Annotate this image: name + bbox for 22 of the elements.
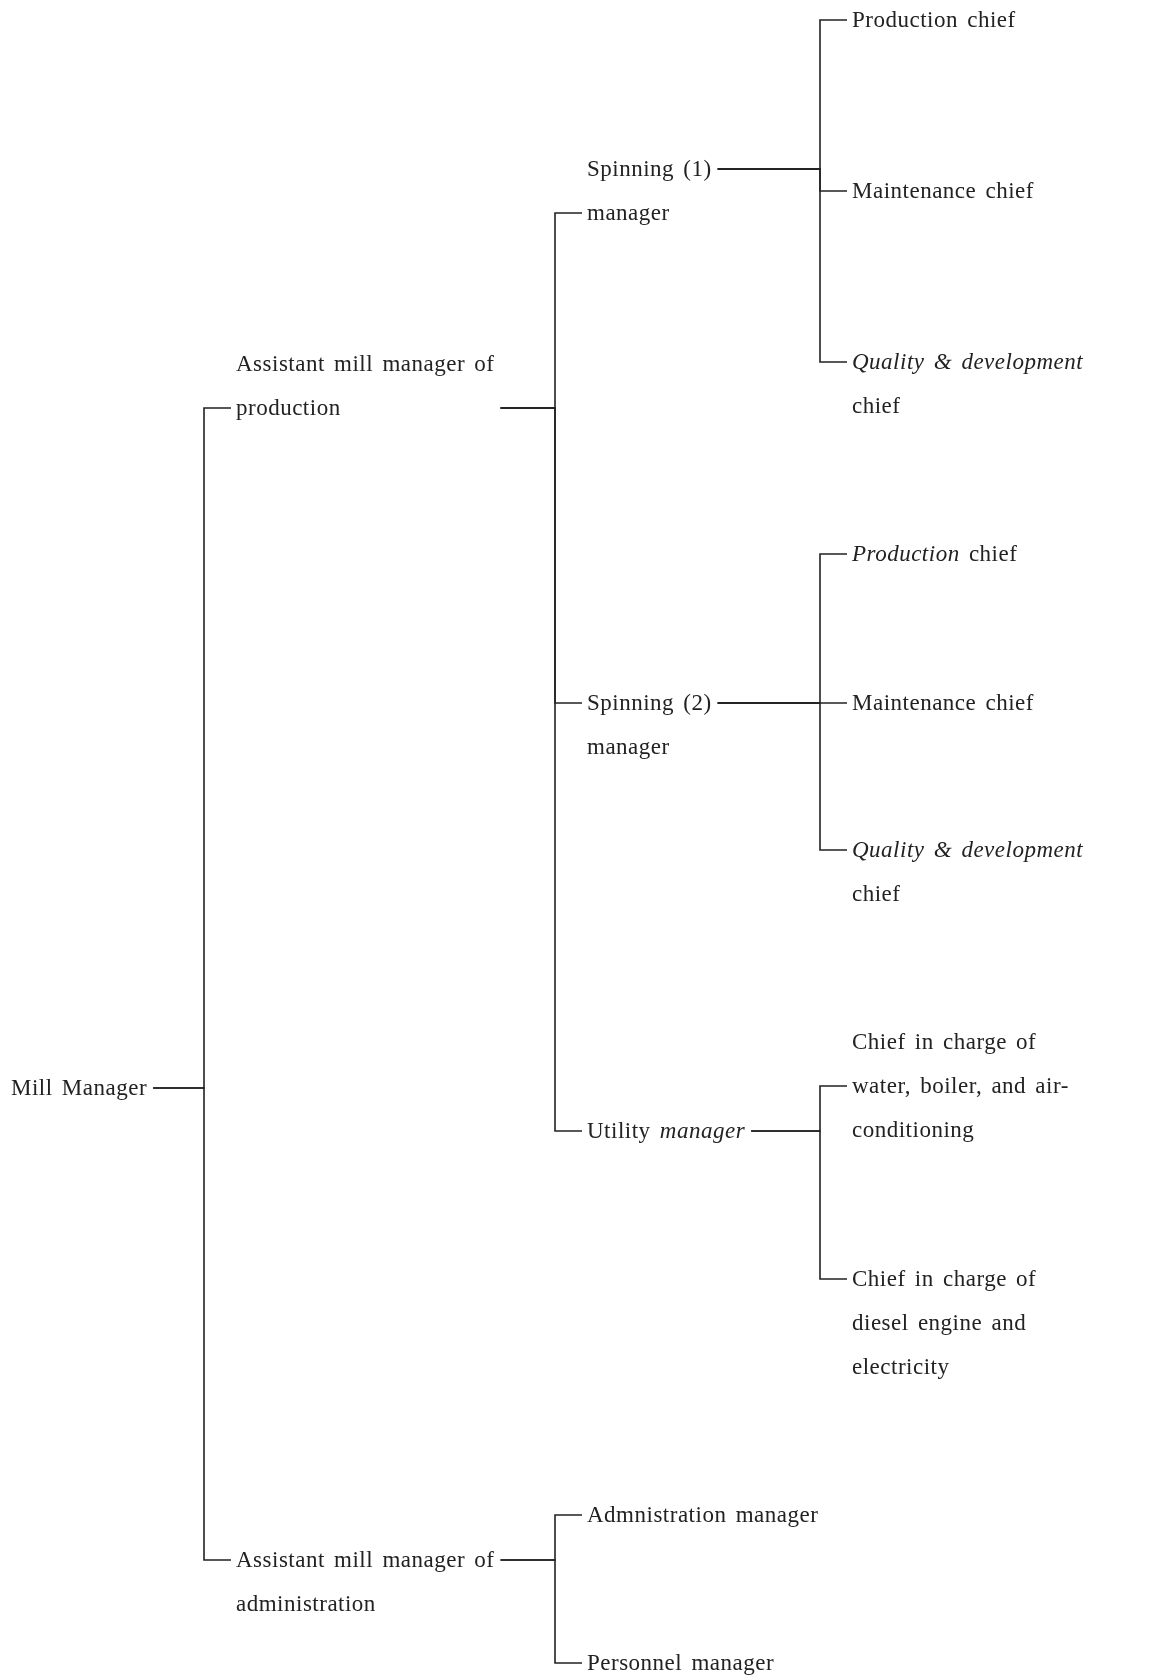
position-label: Spinning (2) manager	[587, 681, 747, 769]
position-label: Mill Manager	[11, 1066, 171, 1110]
position-label: Production chief	[852, 532, 1112, 576]
position-label: Production chief	[852, 0, 1112, 42]
connector-line	[499, 1559, 583, 1664]
position-label: Maintenance chief	[852, 681, 1112, 725]
position-label: Chief in charge of diesel engine and electricity	[852, 1257, 1088, 1389]
connector-line	[499, 407, 583, 1132]
position-label: Assistant mill manager of administration	[236, 1538, 508, 1626]
position-label: Assistant mill manager of production	[236, 342, 508, 430]
position-label: Quality & development chief	[852, 828, 1114, 916]
connector-line	[750, 1130, 848, 1280]
position-label: Quality & development chief	[852, 340, 1114, 428]
position-label: Chief in charge of water, boiler, and air-conditioning	[852, 1020, 1088, 1152]
connector-line	[152, 1087, 232, 1561]
position-label: Personnel manager	[587, 1641, 887, 1680]
position-label: Utility manager	[587, 1109, 807, 1153]
position-label: Maintenance chief	[852, 169, 1112, 213]
connector-line	[716, 168, 848, 363]
connector-line	[716, 702, 848, 851]
position-label: Spinning (1) manager	[587, 147, 747, 235]
position-label: Admnistration manager	[587, 1493, 887, 1537]
